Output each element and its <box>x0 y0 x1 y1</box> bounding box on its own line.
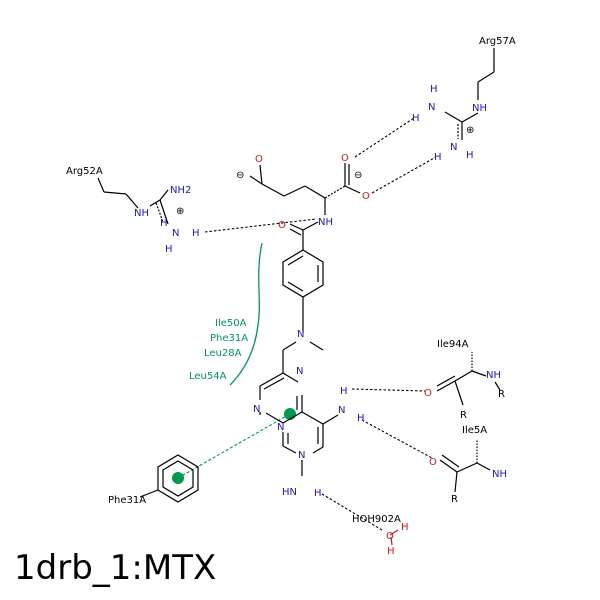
ile94a-residue <box>436 352 501 406</box>
hydrogen-bonds <box>204 117 437 531</box>
phe31-ring <box>139 454 199 503</box>
residue-label-ile94a: Ile94A <box>437 339 469 350</box>
residue-label-hoh902a: HOH902A <box>352 514 401 525</box>
atom-h-arg52-c: H <box>165 244 173 255</box>
atom-r-ile94-n: R <box>498 389 505 400</box>
atom-nh2-arg52: NH2 <box>170 185 191 196</box>
atom-n-arg57-1: N <box>428 102 435 113</box>
atom-o-carboxylate-2b: O <box>362 191 370 202</box>
ile5a-residue <box>439 440 491 493</box>
pi-centroid-phe31 <box>172 472 184 484</box>
atom-h-amine-2: H <box>314 488 322 499</box>
atom-h-water-1: H <box>401 522 409 533</box>
atom-nh-ile94: NH <box>486 370 501 381</box>
arg52a-residue <box>97 177 169 225</box>
atom-o-carboxylate-1a: O <box>255 154 263 165</box>
atom-h-arg57-2b: H <box>466 150 474 161</box>
atom-n-pteridine-3: N <box>277 422 284 433</box>
charge-minus-1: ⊖ <box>236 170 244 181</box>
residue-label-arg57a: Arg57A <box>479 36 516 47</box>
atom-nh-amine-4: N <box>338 405 345 416</box>
atom-h-arg52-a: H <box>160 218 168 229</box>
atom-nh-amine-2: HN <box>282 487 297 498</box>
benzoyl-ring <box>282 230 324 320</box>
atom-o-ile5: O <box>429 457 437 468</box>
hydrophobic-label-leu28a: Leu28A <box>204 348 242 359</box>
residue-label-phe31a: Phe31A <box>108 495 146 506</box>
atom-n-pteridine-1: N <box>296 366 303 377</box>
atom-h-amine-4b: H <box>357 413 365 424</box>
atom-r-ile5: R <box>451 494 458 505</box>
atom-nh-ile5: NH <box>492 469 507 480</box>
atom-n-pteridine-4: N <box>298 450 305 461</box>
pi-centroid-ligand <box>284 408 296 420</box>
atom-o-carboxylate-2a: O <box>341 153 349 164</box>
pteridine-core <box>259 350 339 476</box>
hydrophobic-label-phe31a: Phe31A <box>210 333 248 344</box>
glutamate-chain <box>249 163 361 236</box>
charge-plus-arg57: ⊕ <box>466 125 474 136</box>
atom-h-arg57-1b: H <box>412 113 420 124</box>
water-molecule <box>389 529 399 546</box>
hydrophobic-label-leu54a: Leu54A <box>189 371 227 382</box>
atom-o-amide: O <box>278 220 286 231</box>
atom-h-arg57-1: H <box>430 84 438 95</box>
atom-nh-arg52: NH <box>134 208 149 219</box>
arg57a-residue <box>444 48 495 140</box>
hydrophobic-label-ile50a: Ile50A <box>215 318 247 329</box>
charge-minus-2: ⊖ <box>354 170 362 181</box>
atom-n-pteridine-2: N <box>253 404 260 415</box>
methyl-amine-linker <box>282 320 324 351</box>
atom-n-arg52: N <box>172 228 179 239</box>
atom-n-methylamine: N <box>297 329 304 340</box>
hydrophobic-contact-arc <box>229 242 263 386</box>
atom-h-arg52-b: H <box>192 228 200 239</box>
atom-r-ile94: R <box>460 410 467 421</box>
atom-o-water: O <box>386 531 394 542</box>
charge-plus-arg52: ⊕ <box>176 206 184 217</box>
atom-o-ile94: O <box>424 388 432 399</box>
atom-nh-arg57: NH <box>472 103 487 114</box>
atom-h-water-2: H <box>387 546 395 557</box>
diagram-title: 1drb_1:MTX <box>14 548 217 588</box>
atom-h-amine-4a: H <box>340 386 348 397</box>
atom-n-arg57-2: N <box>450 142 457 153</box>
atom-h-arg57-2: H <box>434 152 442 163</box>
residue-label-arg52a: Arg52A <box>66 166 103 177</box>
atom-nh-amide: NH <box>318 217 333 228</box>
residue-label-ile5a: Ile5A <box>462 425 487 436</box>
pi-stack-line <box>177 413 291 479</box>
